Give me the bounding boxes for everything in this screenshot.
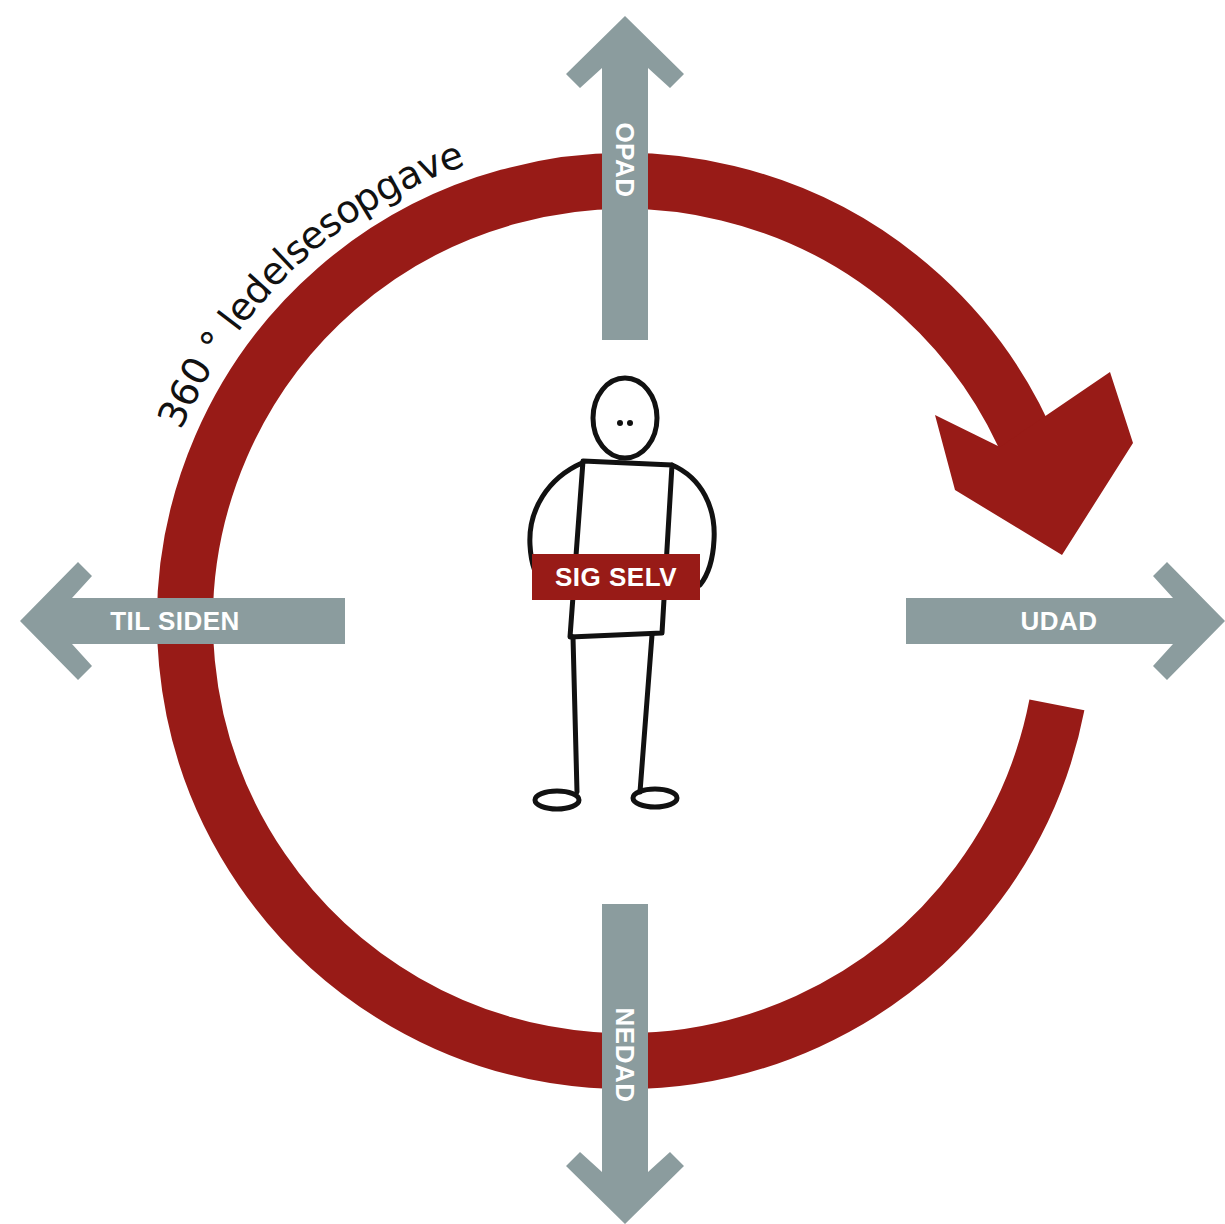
figure-eye bbox=[617, 420, 623, 426]
direction-label: UDAD bbox=[1020, 608, 1097, 634]
arrow-outline bbox=[566, 904, 684, 1224]
figure-head bbox=[593, 378, 657, 458]
figure-leg bbox=[573, 637, 577, 792]
label-band: SIG SELV bbox=[532, 554, 700, 600]
direction-label: OPAD bbox=[612, 122, 638, 197]
arrow-outline bbox=[566, 16, 684, 340]
direction-label: NEDAD bbox=[612, 1008, 638, 1103]
figure-body bbox=[570, 461, 672, 637]
self-label: SIG SELV bbox=[555, 564, 677, 590]
title-glyph: ° bbox=[193, 324, 235, 361]
arrow-outline bbox=[906, 562, 1225, 680]
direction-arrow: OPAD bbox=[566, 16, 684, 340]
direction-arrow: TIL SIDEN bbox=[20, 562, 345, 680]
figure-foot bbox=[535, 791, 579, 809]
cycle-arrowhead bbox=[935, 372, 1133, 555]
arrow-outline bbox=[20, 562, 345, 680]
figure-foot bbox=[633, 789, 677, 807]
direction-arrow: UDAD bbox=[906, 562, 1225, 680]
direction-arrow: NEDAD bbox=[566, 904, 684, 1224]
figure-leg bbox=[640, 635, 652, 792]
figure-eye bbox=[627, 420, 633, 426]
curved-title: 360 ° ledelsesopgave bbox=[110, 100, 530, 490]
direction-label: TIL SIDEN bbox=[110, 608, 240, 634]
